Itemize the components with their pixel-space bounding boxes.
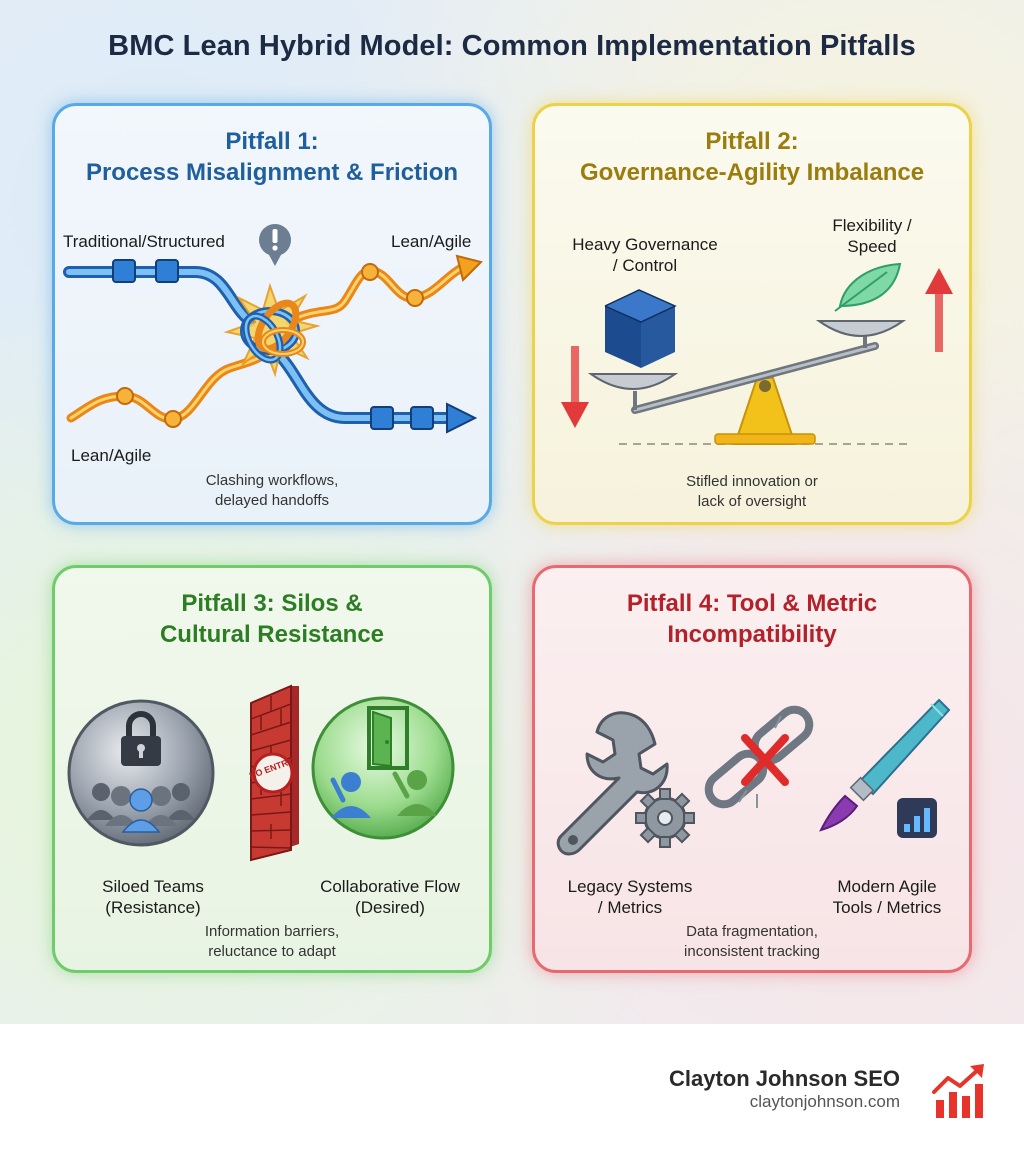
brand-url[interactable]: claytonjohnson.com xyxy=(749,1092,900,1111)
pitfall-3-title: Pitfall 3: Silos & Cultural Resistance xyxy=(55,588,489,650)
flexibility-label: Flexibility / Speed xyxy=(807,215,937,257)
pitfall-2-illustration xyxy=(561,262,953,445)
pitfall-1-title-line2: Process Misalignment & Friction xyxy=(85,159,459,186)
structured-flow-top xyxy=(63,259,256,327)
pitfall-3-card: Pitfall 3: Silos & Cultural Resistance xyxy=(52,565,492,973)
pitfall-4-title-line1: Pitfall 4: Tool & Metric xyxy=(626,590,878,617)
pitfall-4-illustration xyxy=(556,698,951,856)
pitfall-4-card: Pitfall 4: Tool & Metric Incompatibility xyxy=(532,565,972,973)
flexibility-line2: Speed xyxy=(847,237,897,256)
agile-flow-top xyxy=(285,254,483,326)
pitfall-1-title: Pitfall 1: Process Misalignment & Fricti… xyxy=(55,126,489,188)
pitfall-3-title-line1: Pitfall 3: Silos & xyxy=(181,590,363,617)
feather-icon xyxy=(834,262,902,312)
modern-tools-label: Modern Agile Tools / Metrics xyxy=(817,876,957,918)
pitfall-2-caption-line2: lack of oversight xyxy=(697,493,807,510)
pitfall-4-caption-line2: inconsistent tracking xyxy=(684,943,820,960)
flexibility-line1: Flexibility / xyxy=(832,216,912,235)
siloed-teams-line1: Siloed Teams xyxy=(102,877,204,896)
pitfall-1-caption-line2: delayed handoffs xyxy=(215,492,329,509)
lock-icon xyxy=(121,711,161,766)
team-icon xyxy=(87,783,195,833)
siloed-teams-line2: (Resistance) xyxy=(105,898,201,917)
pitfall-4-title-line2: Incompatibility xyxy=(667,621,837,648)
pitfall-2-caption: Stifled innovation or lack of oversight xyxy=(535,472,969,512)
knot-icon xyxy=(223,282,321,378)
pitfall-2-caption-line1: Stifled innovation or xyxy=(686,473,818,490)
collaborative-flow-line1: Collaborative Flow xyxy=(320,877,460,896)
pitfall-2-title-line1: Pitfall 2: xyxy=(705,128,799,155)
pitfall-3-caption-line1: Information barriers, xyxy=(204,923,340,940)
collab-orb xyxy=(311,696,455,840)
heavy-governance-label: Heavy Governance / Control xyxy=(565,234,725,276)
heavy-governance-line2: / Control xyxy=(612,256,678,275)
collaborative-flow-line2: (Desired) xyxy=(355,898,425,917)
alert-icon xyxy=(259,224,291,266)
agile-top-label: Lean/Agile xyxy=(391,232,472,251)
legacy-systems-line1: Legacy Systems xyxy=(567,877,693,896)
pitfall-4-caption-line1: Data fragmentation, xyxy=(686,923,818,940)
structured-label: Traditional/Structured xyxy=(63,232,225,251)
seesaw-icon xyxy=(587,320,907,445)
brand-name: Clayton Johnson SEO xyxy=(668,1066,900,1091)
pitfall-2-title-line2: Governance-Agility Imbalance xyxy=(579,159,925,186)
pitfall-1-illustration xyxy=(63,224,483,434)
pitfall-2-title: Pitfall 2: Governance-Agility Imbalance xyxy=(535,126,969,188)
pitfall-1-caption-line1: Clashing workflows, xyxy=(205,472,339,489)
collaborators-icon xyxy=(330,770,437,818)
pitfall-1-caption: Clashing workflows, delayed handoffs xyxy=(55,471,489,511)
bar-chart-icon xyxy=(897,798,937,838)
heavy-governance-line1: Heavy Governance xyxy=(572,235,718,254)
page-title: BMC Lean Hybrid Model: Common Implementa… xyxy=(108,30,916,62)
cube-icon xyxy=(604,289,677,368)
pitfall-3-caption: Information barriers, reluctance to adap… xyxy=(55,922,489,962)
siloed-teams-label: Siloed Teams (Resistance) xyxy=(73,876,233,918)
modern-tools-line1: Modern Agile xyxy=(837,877,937,896)
pitfall-1-card: Pitfall 1: Process Misalignment & Fricti… xyxy=(52,103,492,525)
pitfall-3-illustration: NO ENTRY xyxy=(67,684,455,862)
pitfall-4-title: Pitfall 4: Tool & Metric Incompatibility xyxy=(535,588,969,650)
agile-flow-bottom xyxy=(66,349,270,428)
structured-flow-bottom xyxy=(274,350,478,434)
infographic-canvas: BMC Lean Hybrid Model: Common Implementa… xyxy=(0,0,1024,1024)
wrench-icon xyxy=(556,711,669,856)
arrow-down-icon xyxy=(561,346,589,428)
footer: Clayton Johnson SEO claytonjohnson.com xyxy=(0,1024,1024,1154)
collaborative-flow-label: Collaborative Flow (Desired) xyxy=(305,876,475,918)
brick-wall-icon: NO ENTRY xyxy=(248,684,299,862)
pitfall-2-card: Pitfall 2: Governance-Agility Imbalance xyxy=(532,103,972,525)
arrow-up-icon xyxy=(925,268,953,352)
pitfall-1-title-line1: Pitfall 1: xyxy=(225,128,319,155)
growth-chart-icon xyxy=(932,1064,984,1118)
open-door-icon xyxy=(367,706,409,770)
modern-tools-line2: Tools / Metrics xyxy=(832,898,942,917)
legacy-systems-label: Legacy Systems / Metrics xyxy=(555,876,705,918)
paintbrush-icon xyxy=(819,698,951,832)
agile-bottom-label: Lean/Agile xyxy=(71,446,152,465)
pitfall-4-caption: Data fragmentation, inconsistent trackin… xyxy=(535,922,969,962)
legacy-systems-line2: / Metrics xyxy=(597,898,663,917)
broken-link-icon xyxy=(704,705,814,809)
pitfall-3-caption-line2: reluctance to adapt xyxy=(208,943,336,960)
gear-icon xyxy=(635,788,695,848)
silo-orb xyxy=(67,699,215,847)
pitfall-3-title-line2: Cultural Resistance xyxy=(159,621,385,648)
